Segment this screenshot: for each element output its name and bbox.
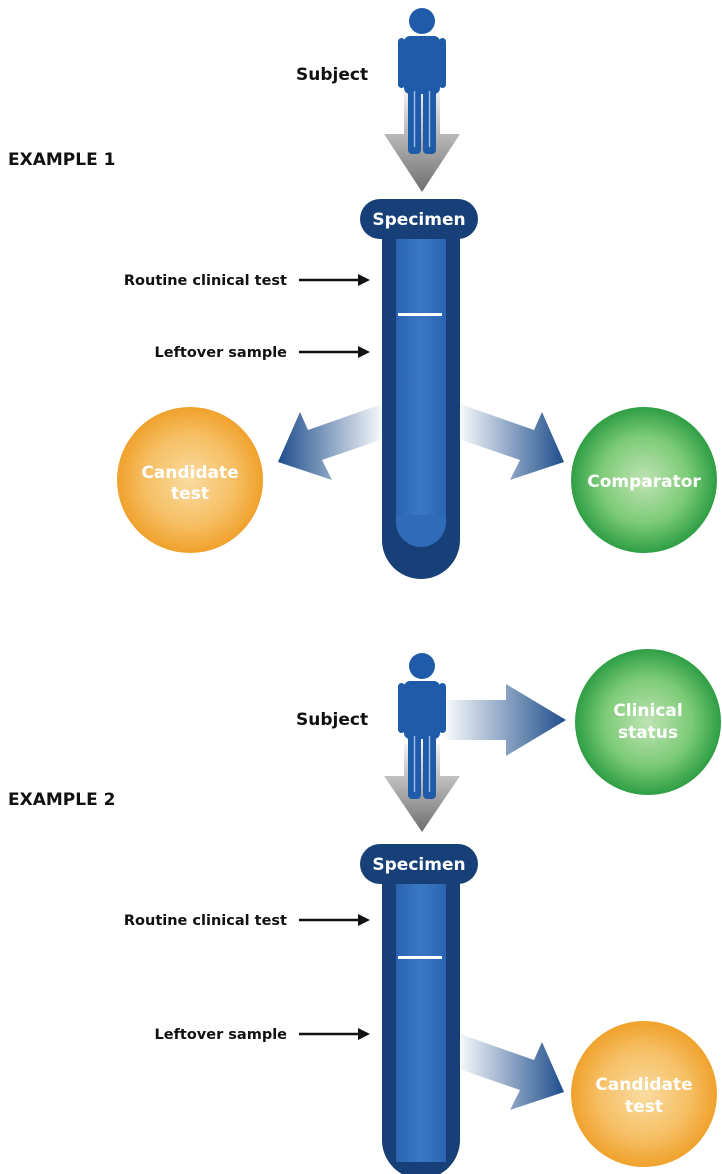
example-1-routine-pointer-arrow [299, 274, 370, 286]
example-1: EXAMPLE 1 Subject Specimen Routine clini… [8, 7, 717, 579]
example-2-candidate-circle [571, 1021, 717, 1167]
example-1-candidate-line-2: test [171, 484, 209, 504]
example-2-routine-pointer-arrow [299, 914, 370, 926]
example-1-title: EXAMPLE 1 [8, 150, 115, 170]
example-1-routine-label: Routine clinical test [124, 273, 287, 289]
example-2-leftover-label: Leftover sample [155, 1027, 288, 1043]
example-1-leftover-label: Leftover sample [155, 345, 288, 361]
example-2-clinical-status-line-2: status [618, 723, 678, 743]
example-1-left-arrow [278, 404, 386, 480]
example-1-right-arrow [456, 404, 564, 480]
example-1-leftover-pointer-arrow [299, 346, 370, 358]
example-1-candidate-circle [117, 407, 263, 553]
example-2-down-arrow [384, 744, 460, 832]
example-2-candidate-line-1: Candidate [595, 1075, 692, 1095]
example-1-comparator-label: Comparator [587, 472, 701, 492]
example-2-subject-label: Subject [296, 710, 368, 730]
example-2-right-arrow [456, 1034, 564, 1110]
example-2-routine-label: Routine clinical test [124, 913, 287, 929]
example-1-specimen-tube [360, 199, 478, 579]
example-2-clinical-status-line-1: Clinical [613, 701, 682, 721]
example-1-fill-line [398, 313, 442, 316]
example-2-clinical-status-circle [575, 649, 721, 795]
example-2-fill-line [398, 956, 442, 959]
example-2-candidate-line-2: test [625, 1097, 663, 1117]
example-1-candidate-line-1: Candidate [141, 463, 238, 483]
example-2: EXAMPLE 2 Subject Specimen Routine clini… [8, 649, 721, 1174]
example-2-specimen-label: Specimen [372, 855, 465, 875]
example-1-subject-label: Subject [296, 65, 368, 85]
example-1-down-arrow [384, 90, 460, 192]
example-2-specimen-tube [360, 844, 478, 1174]
example-2-title: EXAMPLE 2 [8, 790, 115, 810]
example-1-specimen-label: Specimen [372, 210, 465, 230]
example-1-comparator-circle [571, 407, 717, 553]
example-2-leftover-pointer-arrow [299, 1028, 370, 1040]
example-2-status-arrow [442, 684, 566, 756]
